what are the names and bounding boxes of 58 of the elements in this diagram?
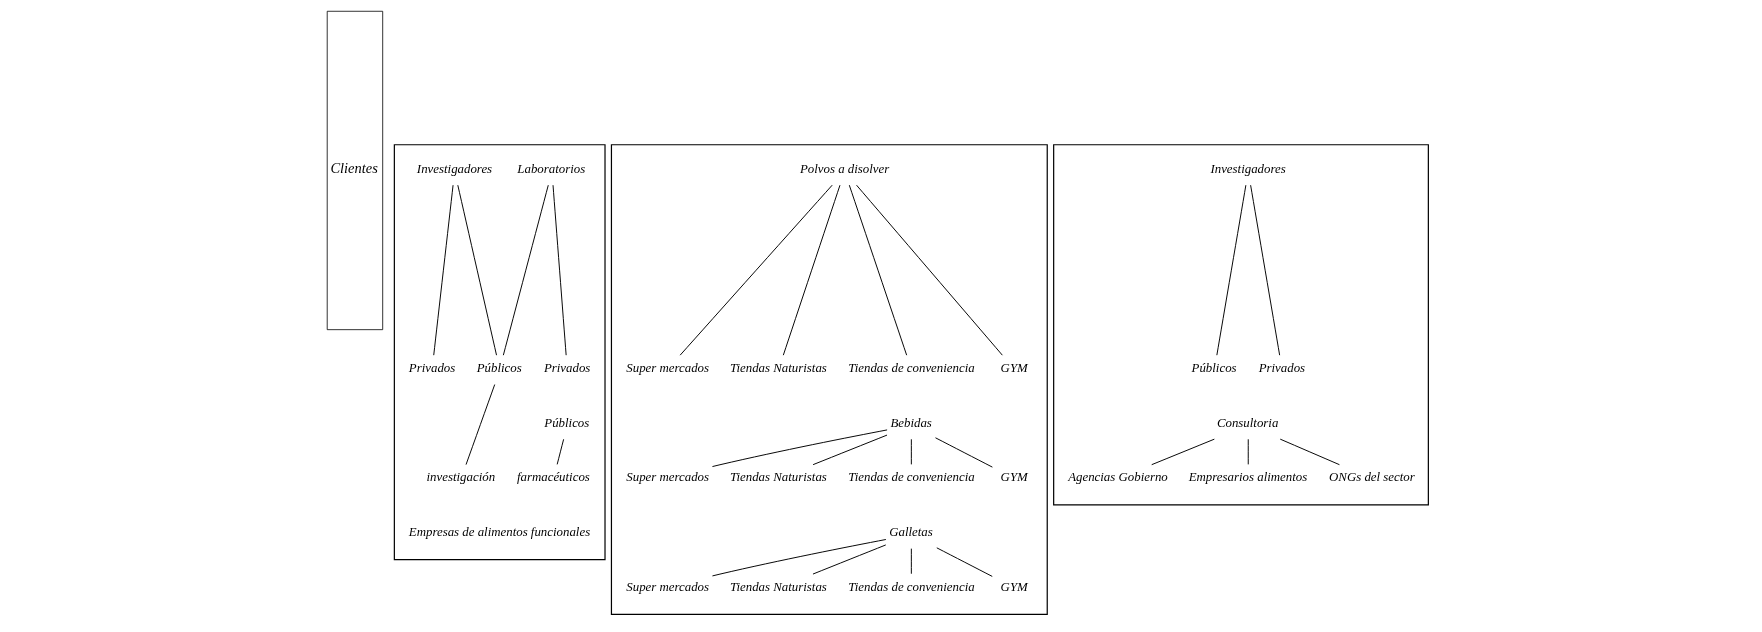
connector (679, 184, 833, 356)
node-text: Privados (543, 361, 591, 376)
cluster (610, 144, 1048, 615)
node-text: GYM (1000, 579, 1028, 594)
node-box: Clientes (326, 10, 384, 331)
node-text: Consultoria (1216, 415, 1279, 430)
connector (465, 384, 496, 466)
node-text: Laboratorios (517, 161, 586, 176)
connector (1279, 438, 1340, 466)
connector (1247, 438, 1249, 465)
connector (711, 539, 887, 577)
connector (433, 184, 454, 356)
node-text: Investigadores (1210, 161, 1286, 176)
node-text: Agencias Gobierno (1068, 470, 1168, 485)
connector (1151, 438, 1215, 466)
connector (1216, 184, 1247, 356)
node-text: Super mercados (626, 470, 710, 485)
node-text: Empresarios alimentos (1188, 470, 1308, 485)
node-text: Polvos a disolver (799, 161, 890, 176)
node-text: Tiendas de conveniencia (848, 470, 975, 485)
connector (556, 438, 565, 465)
connector (935, 437, 993, 468)
node-text: Públicos (476, 361, 522, 376)
node-text: Tiendas de conveniencia (848, 579, 975, 594)
node-text: investigación (426, 470, 496, 485)
connector (782, 184, 841, 356)
node-text: Bebidas (890, 415, 932, 430)
connector (1250, 184, 1281, 356)
connector (910, 548, 912, 575)
connector (812, 544, 887, 575)
node-text: Tiendas Naturistas (730, 470, 827, 485)
node-text: Privados (408, 361, 456, 376)
node-text: GYM (1000, 361, 1028, 376)
connector (812, 434, 888, 466)
node-text: Privados (1258, 361, 1306, 376)
node-text: Investigadores (416, 161, 493, 176)
connector (856, 184, 1003, 356)
node-text: Públicos (544, 415, 590, 430)
node-text: Super mercados (626, 361, 710, 376)
connector (936, 547, 993, 577)
connector (910, 438, 912, 465)
node-text: farmacéuticos (516, 470, 590, 485)
node-text: Tiendas Naturistas (730, 579, 827, 594)
node-text: Galletas (889, 525, 933, 540)
connector (552, 184, 567, 356)
node-text: Super mercados (626, 579, 710, 594)
connector (711, 429, 888, 468)
node-text: Tiendas de conveniencia (848, 361, 975, 376)
cluster (1053, 144, 1429, 506)
node-text: ONGs del sector (1329, 470, 1415, 485)
cluster (393, 144, 606, 561)
node-text: Tiendas Naturistas (730, 361, 827, 376)
node-text: Públicos (1191, 361, 1237, 376)
node-text: GYM (1000, 470, 1028, 485)
connector (457, 184, 497, 356)
connector (848, 184, 908, 356)
node-text: Empresas de alimentos funcionales (408, 525, 591, 540)
connector (502, 184, 549, 356)
